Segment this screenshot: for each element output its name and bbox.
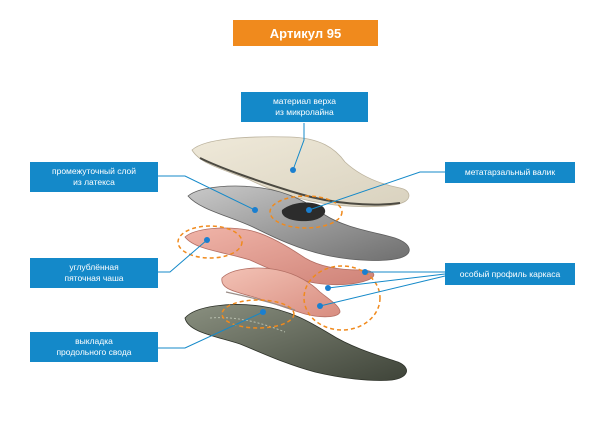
label-latex-layer: промежуточный слой из латекса (30, 162, 158, 192)
marker-heel (204, 237, 210, 243)
label-arch-support-text: выкладка продольного свода (56, 336, 132, 357)
highlight-frame (303, 265, 381, 331)
label-metatarsal-pad-text: метатарзальный валик (464, 167, 556, 177)
connector-latex (158, 175, 256, 211)
layer-heel-cup (184, 227, 375, 286)
connector-frame-3 (319, 275, 446, 307)
layer-microline-top-edge (199, 157, 401, 206)
connector-upper (292, 123, 305, 171)
label-frame-profile-text: особый профиль каркаса (459, 268, 561, 279)
connector-frame-2 (327, 273, 446, 289)
layer-frame (221, 267, 341, 318)
label-arch-support: выкладка продольного свода (30, 332, 158, 362)
metatarsal-pad-shape (281, 202, 326, 222)
marker-frame-1 (362, 269, 368, 275)
label-upper-material: материал верха из микролайна (241, 92, 368, 122)
layer-frame-thin (225, 291, 296, 311)
layer-microline-top (191, 136, 410, 208)
label-latex-layer-text: промежуточный слой из латекса (51, 166, 137, 187)
label-metatarsal-pad: метатарзальный валик (445, 162, 575, 183)
marker-meta (306, 207, 312, 213)
marker-frame-3 (317, 303, 323, 309)
label-heel-cup: углублённая пяточная чаша (30, 258, 158, 288)
marker-latex (252, 207, 258, 213)
label-frame-profile: особый профиль каркаса (445, 263, 575, 285)
label-upper-material-text: материал верха из микролайна (272, 96, 337, 117)
connector-arch (158, 311, 264, 349)
layer-bottom (184, 304, 407, 381)
highlight-metatarsal (269, 195, 343, 229)
connector-heel (158, 239, 208, 273)
layer-bottom-pattern (209, 317, 286, 333)
highlight-heel (177, 225, 243, 259)
marker-arch (260, 309, 266, 315)
connector-meta (308, 171, 445, 211)
label-heel-cup-text: углублённая пяточная чаша (64, 262, 124, 283)
marker-upper (290, 167, 296, 173)
highlight-arch (221, 299, 295, 329)
marker-frame-2 (325, 285, 331, 291)
article-title: Артикул 95 (233, 20, 378, 46)
